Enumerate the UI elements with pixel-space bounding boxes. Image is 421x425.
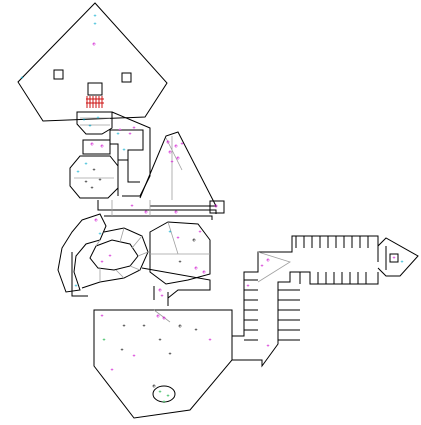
enemy-marker: + [266, 344, 269, 350]
player-marker: + [158, 338, 161, 344]
item-marker: + [84, 162, 87, 168]
player-marker: ⊕ [178, 324, 181, 330]
room-north-pentagon [17, 2, 168, 122]
pillar-east [121, 72, 132, 83]
corridor-north-neck [76, 111, 151, 197]
enemy-marker: + [118, 128, 121, 134]
player-marker: + [98, 178, 101, 184]
enemy-marker: ⊕ [162, 316, 165, 322]
item-marker: + [88, 124, 91, 130]
key-marker: + [162, 400, 165, 406]
room-oval [69, 155, 119, 199]
key-marker: + [102, 338, 105, 344]
item-marker: + [400, 260, 403, 266]
enemy-marker: ⊕ [92, 42, 95, 48]
enemy-marker: ⊕ [176, 156, 179, 162]
enemy-marker: + [100, 314, 103, 320]
item-marker: + [93, 14, 96, 20]
enemy-marker: + [130, 204, 133, 210]
enemy-marker: + [128, 132, 131, 138]
enemy-marker: + [100, 260, 103, 266]
player-marker: + [178, 260, 181, 266]
enemy-marker: + [108, 254, 111, 260]
item-marker: + [76, 170, 79, 176]
enemy-marker: ⊕ [266, 258, 269, 264]
enemy-marker: ⊕ [174, 210, 177, 216]
enemy-marker: + [170, 160, 173, 166]
enemy-marker: ⊕ [144, 210, 147, 216]
item-marker: + [96, 116, 99, 122]
item-marker: + [116, 132, 119, 138]
enemy-marker: ⊕ [202, 270, 205, 276]
item-marker: + [74, 284, 77, 290]
item-marker: + [98, 232, 101, 238]
altar-block [87, 82, 103, 96]
pit-ring [152, 385, 176, 403]
player-marker: + [90, 186, 93, 192]
item-marker: + [168, 230, 171, 236]
enemy-marker: ⊕ [100, 144, 103, 150]
player-marker: + [92, 168, 95, 174]
item-marker: + [122, 148, 125, 154]
enemy-marker: ⊕ [194, 266, 197, 272]
item-marker: + [82, 118, 85, 124]
player-marker: + [122, 324, 125, 330]
player-marker: + [142, 324, 145, 330]
corridor-central [97, 200, 217, 220]
enemy-marker: ⊕ [174, 144, 177, 150]
enemy-marker: + [176, 236, 179, 242]
enemy-marker: ⊕ [156, 314, 159, 320]
room-ring [57, 213, 149, 297]
enemy-marker: ⊕ [94, 218, 97, 224]
enemy-marker: ⊕ [158, 288, 161, 294]
player-marker: + [168, 352, 171, 358]
room-south-hall [93, 309, 233, 419]
enemy-marker: ⊕ [166, 140, 169, 146]
enemy-marker: + [132, 354, 135, 360]
pillar-west [53, 69, 64, 80]
enemy-marker: + [392, 256, 395, 262]
player-marker: + [84, 180, 87, 186]
item-marker: + [93, 22, 96, 28]
thing-markers: + + + + + + + + + + + + + + ⊕ + + + ⊕ ⊕ … [20, 14, 403, 406]
enemy-marker: + [110, 368, 113, 374]
enemy-marker: ⊕ [214, 204, 217, 210]
player-marker: + [120, 348, 123, 354]
key-marker: + [158, 390, 161, 396]
corridor-east-stairs [232, 235, 379, 368]
switch-block [209, 200, 225, 214]
enemy-marker: ⊕ [90, 142, 93, 148]
item-marker: + [20, 76, 23, 82]
enemy-marker: + [208, 338, 211, 344]
player-marker: ⊕ [152, 384, 155, 390]
enemy-marker: + [198, 230, 201, 236]
player-marker: + [194, 328, 197, 334]
key-marker: + [166, 394, 169, 400]
room-east-arrow [377, 237, 419, 277]
enemy-marker: + [180, 142, 183, 148]
room-mid-east [141, 221, 211, 306]
enemy-marker: ⊕ [168, 150, 171, 156]
enemy-marker: + [160, 294, 163, 300]
enemy-marker: + [260, 264, 263, 270]
room-east-triangle [139, 131, 225, 214]
player-marker: ⊕ [192, 238, 195, 244]
enemy-marker: + [132, 126, 135, 132]
enemy-marker: + [246, 284, 249, 290]
